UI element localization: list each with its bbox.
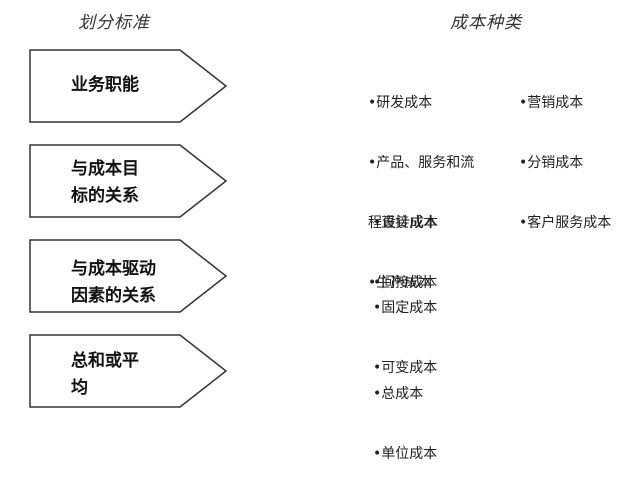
- criteria-header: 划分标准: [78, 13, 150, 33]
- cost-list-4: •总成本 •单位成本: [373, 344, 437, 484]
- arrow-shape-1: [29, 49, 228, 123]
- arrow-shape-4: [29, 334, 228, 408]
- cost-item: •单位成本: [373, 446, 438, 462]
- cost-item: •间接成本: [373, 275, 438, 291]
- cost-item: •营销成本: [519, 95, 584, 111]
- cost-item: •研发成本: [368, 95, 433, 111]
- arrow-shape-2: [29, 144, 228, 218]
- cost-list-2: •直接成本 •间接成本: [373, 173, 437, 313]
- cost-item: •产品、服务和流: [368, 155, 475, 171]
- cost-item: •分销成本: [519, 155, 584, 171]
- criterion-label-1: 业务职能: [71, 75, 139, 95]
- cost-item: •总成本: [373, 386, 424, 402]
- cost-item: 程设计成本: [368, 215, 438, 231]
- cost-list-1b: •营销成本 •分销成本 •客户服务成本: [519, 53, 611, 253]
- cost-item: •直接成本: [373, 215, 438, 231]
- cost-list-3: •固定成本 •可变成本: [373, 258, 437, 398]
- arrow-shape-3: [29, 239, 228, 313]
- cost-item: •可变成本: [373, 360, 438, 376]
- cost-item: •客户服务成本: [519, 215, 612, 231]
- cost-types-header: 成本种类: [450, 13, 522, 33]
- criterion-label-4: 总和或平 均: [71, 351, 139, 398]
- cost-item: •固定成本: [373, 300, 438, 316]
- arrow-shapes: [29, 49, 228, 408]
- criterion-label-3: 与成本驱动 因素的关系: [71, 259, 156, 306]
- criterion-label-2: 与成本目 标的关系: [71, 159, 139, 206]
- cost-item: •生产成本: [368, 275, 433, 291]
- cost-list-1a: •研发成本 •产品、服务和流 程设计成本 •生产成本: [368, 53, 474, 313]
